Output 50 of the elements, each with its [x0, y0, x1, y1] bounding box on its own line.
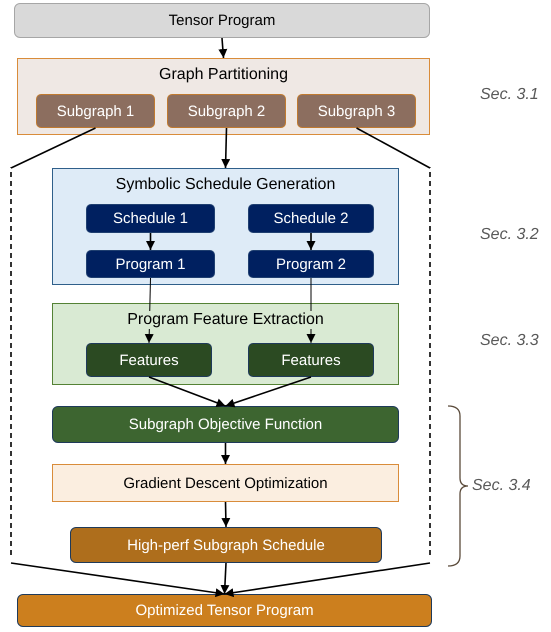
process-box	[297, 94, 416, 128]
process-box	[86, 343, 212, 377]
arrow	[148, 376, 226, 408]
box-label: Subgraph Objective Function	[128, 416, 322, 433]
box-label: Subgraph 3	[318, 102, 396, 120]
arrow	[218, 38, 228, 58]
box-label: Subgraph 2	[188, 102, 266, 120]
box-label: Program 2	[276, 256, 346, 272]
process-box	[70, 527, 382, 563]
stage-panel	[52, 303, 399, 385]
process-box	[167, 94, 286, 128]
arrow	[221, 443, 230, 464]
arrow	[306, 233, 316, 250]
box-label: Features	[281, 352, 341, 368]
box-label: Features	[119, 352, 179, 368]
process-box	[86, 204, 215, 233]
arrow	[306, 278, 316, 344]
process-box	[248, 250, 374, 278]
box-label: Schedule 1	[112, 210, 188, 227]
process-box	[14, 3, 430, 38]
process-box	[248, 343, 374, 377]
process-box	[52, 406, 399, 443]
stage-panel	[17, 58, 430, 135]
panel-title: Graph Partitioning	[157, 66, 290, 84]
arrow	[224, 127, 431, 598]
section-label: Sec. 3.2	[480, 226, 539, 244]
process-box	[52, 464, 399, 502]
box-label: Subgraph 1	[56, 102, 134, 120]
arrow	[221, 502, 230, 528]
process-box	[17, 594, 432, 627]
section-label: Sec. 3.1	[480, 86, 539, 104]
box-label: Optimized Tensor Program	[135, 602, 314, 619]
stage-panel	[52, 168, 399, 285]
arrow	[225, 376, 312, 408]
arrow	[144, 278, 154, 344]
box-label: Gradient Descent Optimization	[123, 474, 328, 492]
section-label: Sec. 3.3	[480, 332, 539, 350]
box-label: Tensor Program	[168, 12, 276, 29]
box-label: Program 1	[115, 256, 186, 272]
process-box	[36, 94, 155, 128]
arrow	[146, 233, 155, 250]
arrow	[220, 562, 230, 594]
arrow	[10, 127, 225, 598]
panel-title: Symbolic Schedule Generation	[114, 176, 338, 194]
process-box	[248, 204, 374, 233]
box-label: Schedule 2	[273, 210, 349, 227]
process-box	[86, 250, 215, 278]
arrow	[221, 128, 230, 168]
box-label: High-perf Subgraph Schedule	[127, 536, 325, 554]
section-label: Sec. 3.4	[472, 477, 531, 495]
